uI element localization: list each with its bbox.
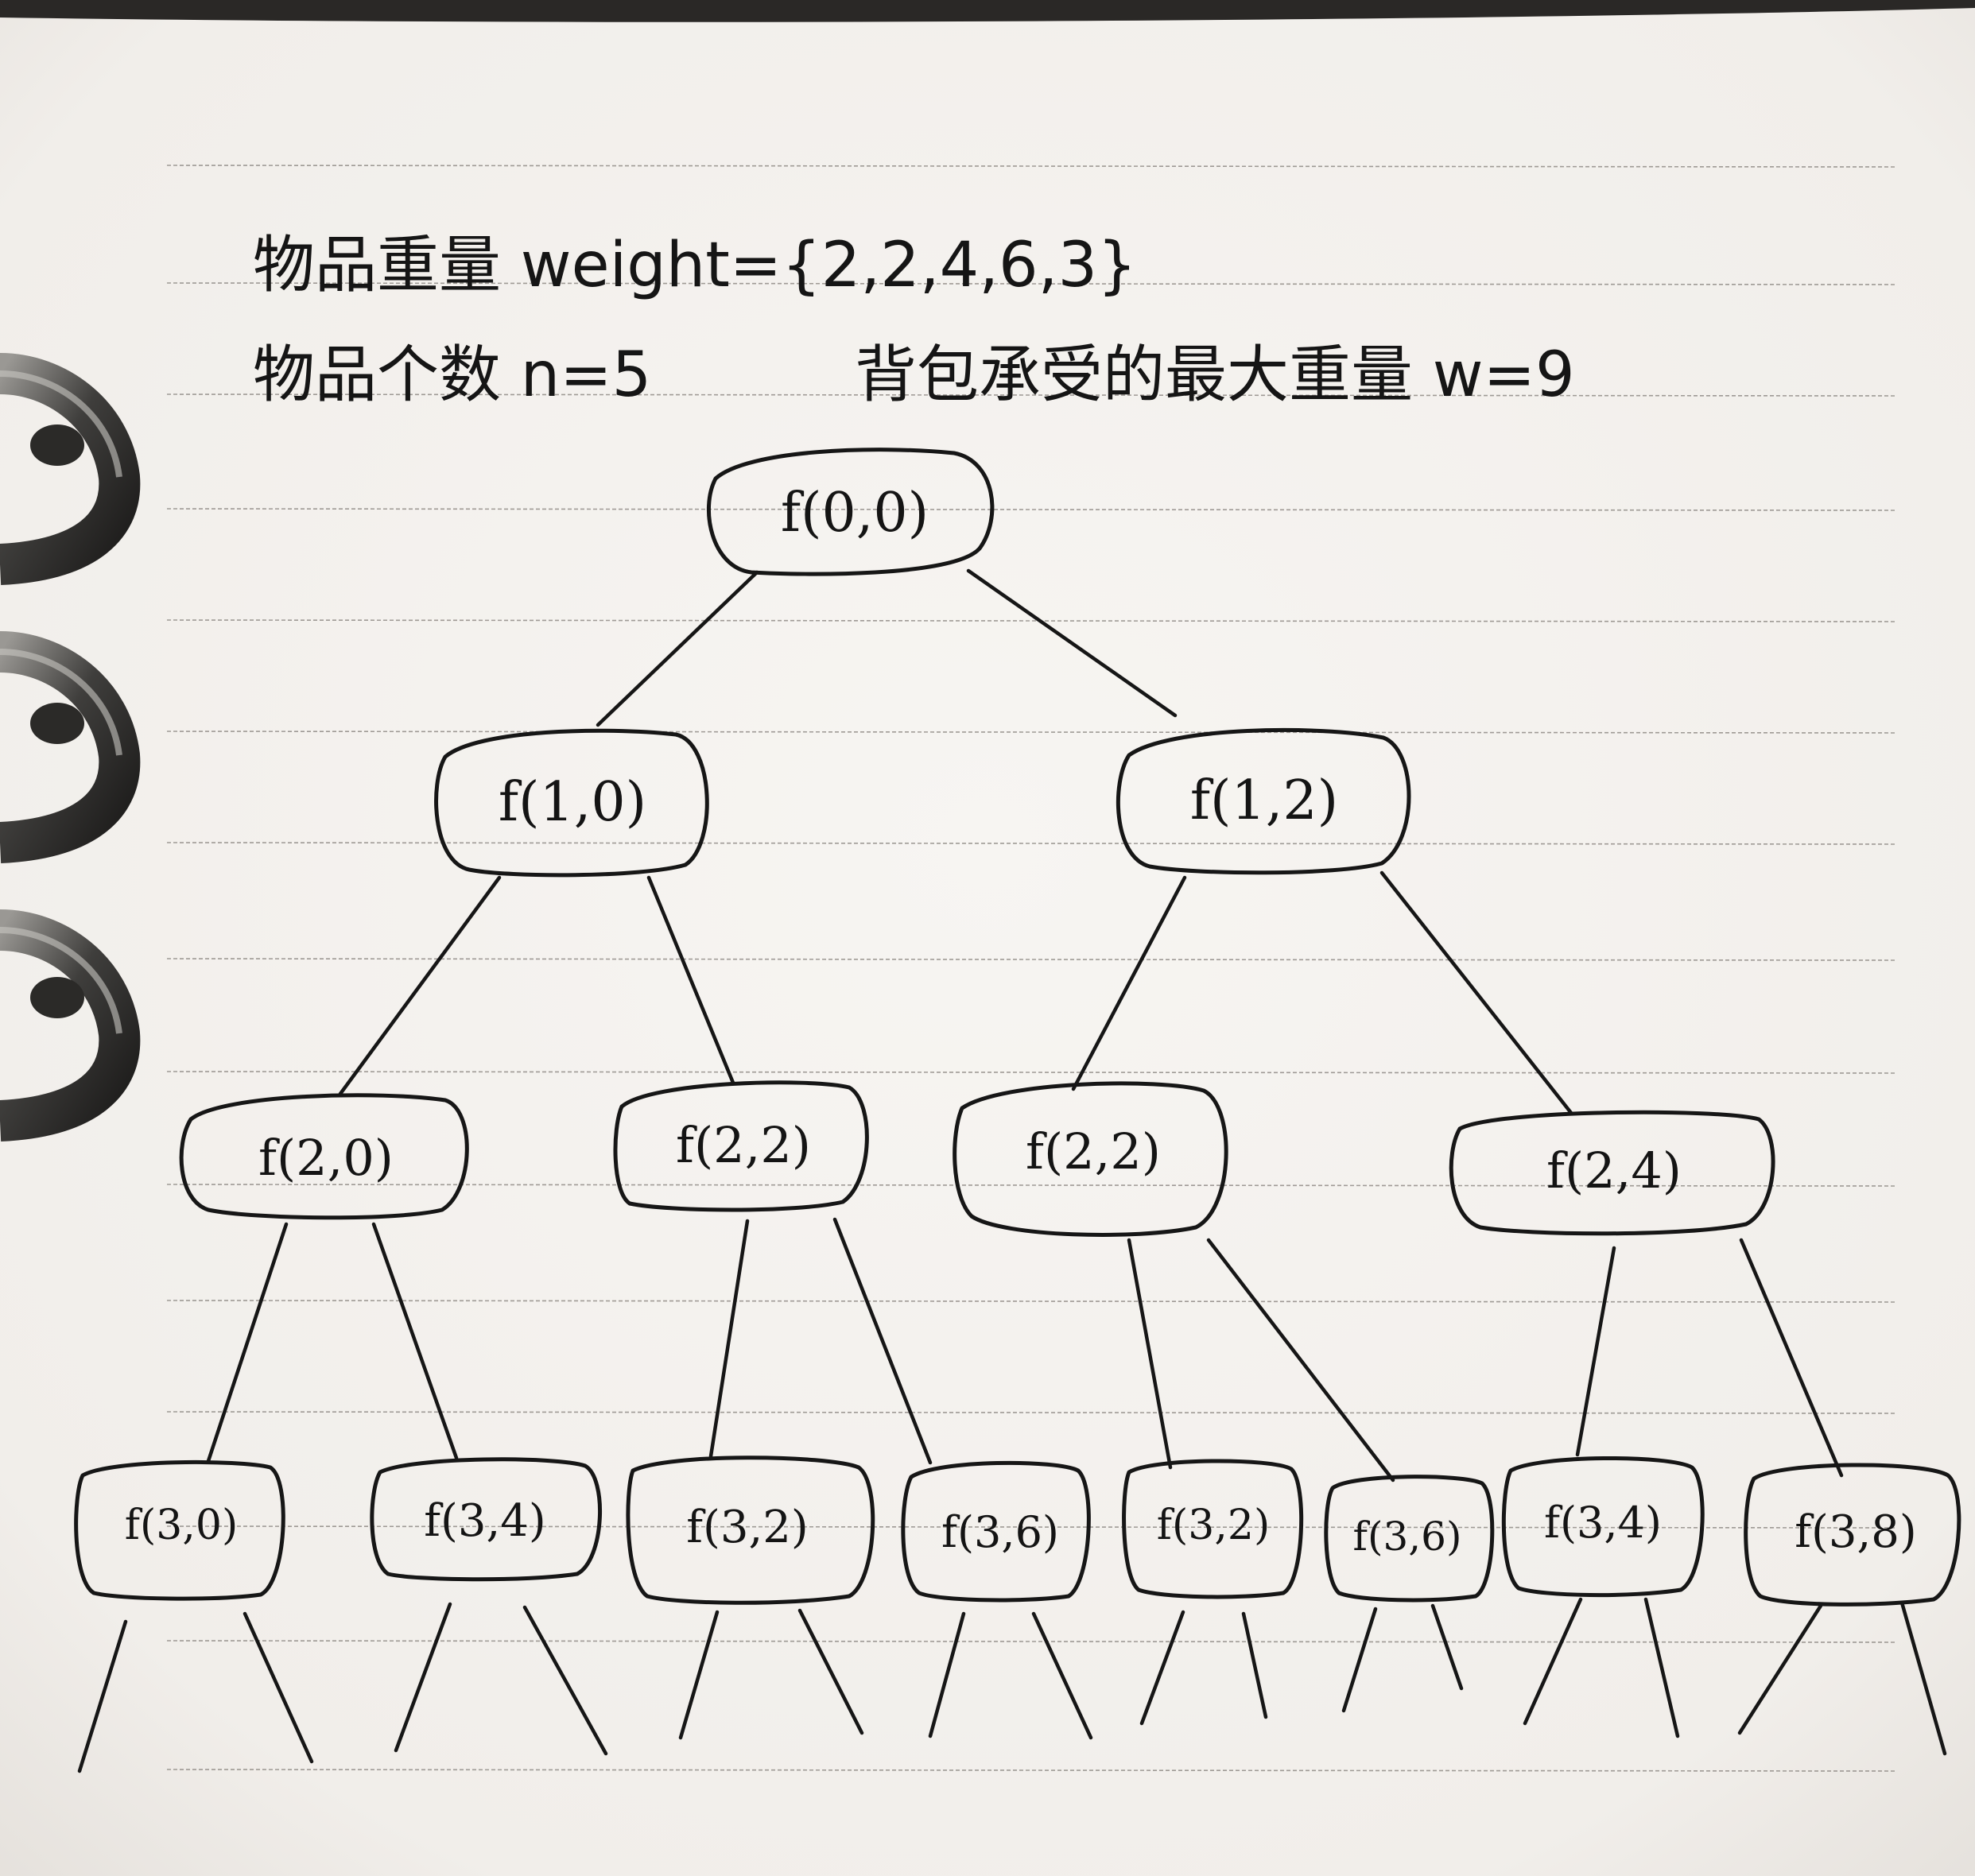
root-node-label: f(0,0)	[781, 482, 929, 545]
tree-edge-1	[596, 570, 759, 727]
ruled-lines	[166, 165, 1896, 1772]
tree-edge-2	[966, 568, 1178, 718]
leaf-node-6-label: f(3,6)	[1352, 1514, 1461, 1560]
leaf-node-8-label: f(3,8)	[1795, 1506, 1916, 1558]
tree-edge-9	[708, 1219, 750, 1459]
leaf-stub-13	[1523, 1597, 1583, 1726]
leaf-node-6: f(3,6)	[1324, 1475, 1495, 1603]
leaf-node-1: f(3,0)	[74, 1459, 285, 1601]
leaf-stub-12	[1430, 1603, 1464, 1691]
leaf-stub-14	[1643, 1597, 1680, 1738]
leaf-stub-9	[1139, 1610, 1185, 1726]
ruled-line-11	[166, 1300, 1896, 1303]
ruled-line-1	[166, 165, 1896, 168]
ruled-line-7	[166, 842, 1896, 845]
leaf-node-4-label: f(3,6)	[941, 1507, 1059, 1557]
ruled-line-8	[166, 958, 1896, 961]
leaf-node-3: f(3,2)	[626, 1455, 875, 1605]
leaf-stub-3	[394, 1602, 452, 1753]
tree-edge-3	[338, 875, 502, 1096]
level1-node-2: f(1,2)	[1116, 727, 1411, 875]
tree-edge-13	[1575, 1246, 1616, 1457]
leaf-node-5: f(3,2)	[1122, 1459, 1304, 1599]
tree-edges	[206, 568, 1844, 1483]
level1-node-1-label: f(1,0)	[499, 771, 646, 834]
tree-edge-10	[832, 1217, 933, 1465]
leaf-stub-2	[243, 1611, 314, 1764]
tree-edge-12	[1206, 1238, 1395, 1483]
level2-node-1: f(2,0)	[179, 1093, 469, 1220]
tree-edge-11	[1127, 1238, 1173, 1470]
level1-node-2-label: f(1,2)	[1190, 769, 1338, 832]
ruled-line-6	[166, 731, 1896, 734]
leaf-node-5-label: f(3,2)	[1157, 1502, 1271, 1549]
level2-node-4: f(2,4)	[1449, 1110, 1775, 1236]
ruled-line-15	[166, 1769, 1896, 1772]
leaf-stub-4	[522, 1605, 608, 1756]
tree-nodes: f(0,0) f(1,0) f(1,2) f(2,0) f(2,2) f(2,2…	[74, 448, 1961, 1607]
leaf-node-4: f(3,6)	[901, 1460, 1091, 1603]
tree-edge-6	[1379, 870, 1573, 1115]
leaf-stub-16	[1899, 1600, 1947, 1756]
tree-edge-4	[646, 875, 735, 1085]
leaf-stub-6	[797, 1608, 864, 1735]
ruled-line-9	[166, 1071, 1896, 1074]
leaf-stub-7	[928, 1611, 966, 1738]
leaf-stub-15	[1737, 1603, 1823, 1735]
tree-edge-5	[1071, 875, 1187, 1091]
item-count-line: 物品个数 n=5	[253, 339, 651, 411]
leaf-node-2-label: f(3,4)	[424, 1495, 545, 1547]
tree-edge-7	[206, 1222, 289, 1463]
tree-edge-14	[1739, 1238, 1844, 1478]
leaf-node-8: f(3,8)	[1744, 1463, 1961, 1607]
leaf-node-2: f(3,4)	[370, 1457, 603, 1582]
ruled-line-4	[166, 508, 1896, 511]
level1-node-1: f(1,0)	[434, 728, 709, 878]
level2-node-3-label: f(2,2)	[1026, 1122, 1161, 1180]
leaf-stub-8	[1031, 1611, 1093, 1740]
binder-rings	[0, 353, 141, 1141]
level2-node-2: f(2,2)	[613, 1080, 869, 1212]
binder-ring-3	[0, 909, 141, 1141]
leaf-stub-10	[1241, 1611, 1268, 1719]
top-edge-shadow	[0, 0, 1975, 22]
leaf-node-7-label: f(3,4)	[1544, 1498, 1662, 1548]
ruled-line-3	[166, 393, 1896, 397]
leaf-stubs	[77, 1597, 1947, 1773]
binder-ring-2	[0, 631, 141, 863]
level2-node-4-label: f(2,4)	[1546, 1141, 1682, 1200]
leaf-stub-11	[1341, 1607, 1378, 1713]
max-weight-line: 背包承受的最大重量 w=9	[855, 339, 1575, 411]
level2-node-3: f(2,2)	[953, 1081, 1228, 1237]
ruled-line-10	[166, 1184, 1896, 1187]
weights-line: 物品重量 weight={2,2,4,6,3}	[253, 230, 1137, 301]
ruled-line-13	[166, 1525, 1896, 1529]
ruled-line-12	[166, 1411, 1896, 1414]
binder-ring-1	[0, 353, 141, 585]
level2-node-2-label: f(2,2)	[676, 1116, 811, 1174]
ruled-line-2	[166, 282, 1896, 285]
leaf-node-3-label: f(3,2)	[686, 1502, 808, 1553]
level2-node-1-label: f(2,0)	[258, 1129, 394, 1187]
ruled-line-14	[166, 1640, 1896, 1643]
root-node: f(0,0)	[706, 448, 995, 576]
leaf-node-1-label: f(3,0)	[125, 1502, 239, 1549]
leaf-node-7: f(3,4)	[1501, 1456, 1705, 1598]
tree-edge-8	[371, 1222, 459, 1460]
leaf-stub-5	[678, 1610, 720, 1740]
leaf-stub-1	[77, 1619, 128, 1773]
ruled-line-5	[166, 619, 1896, 622]
